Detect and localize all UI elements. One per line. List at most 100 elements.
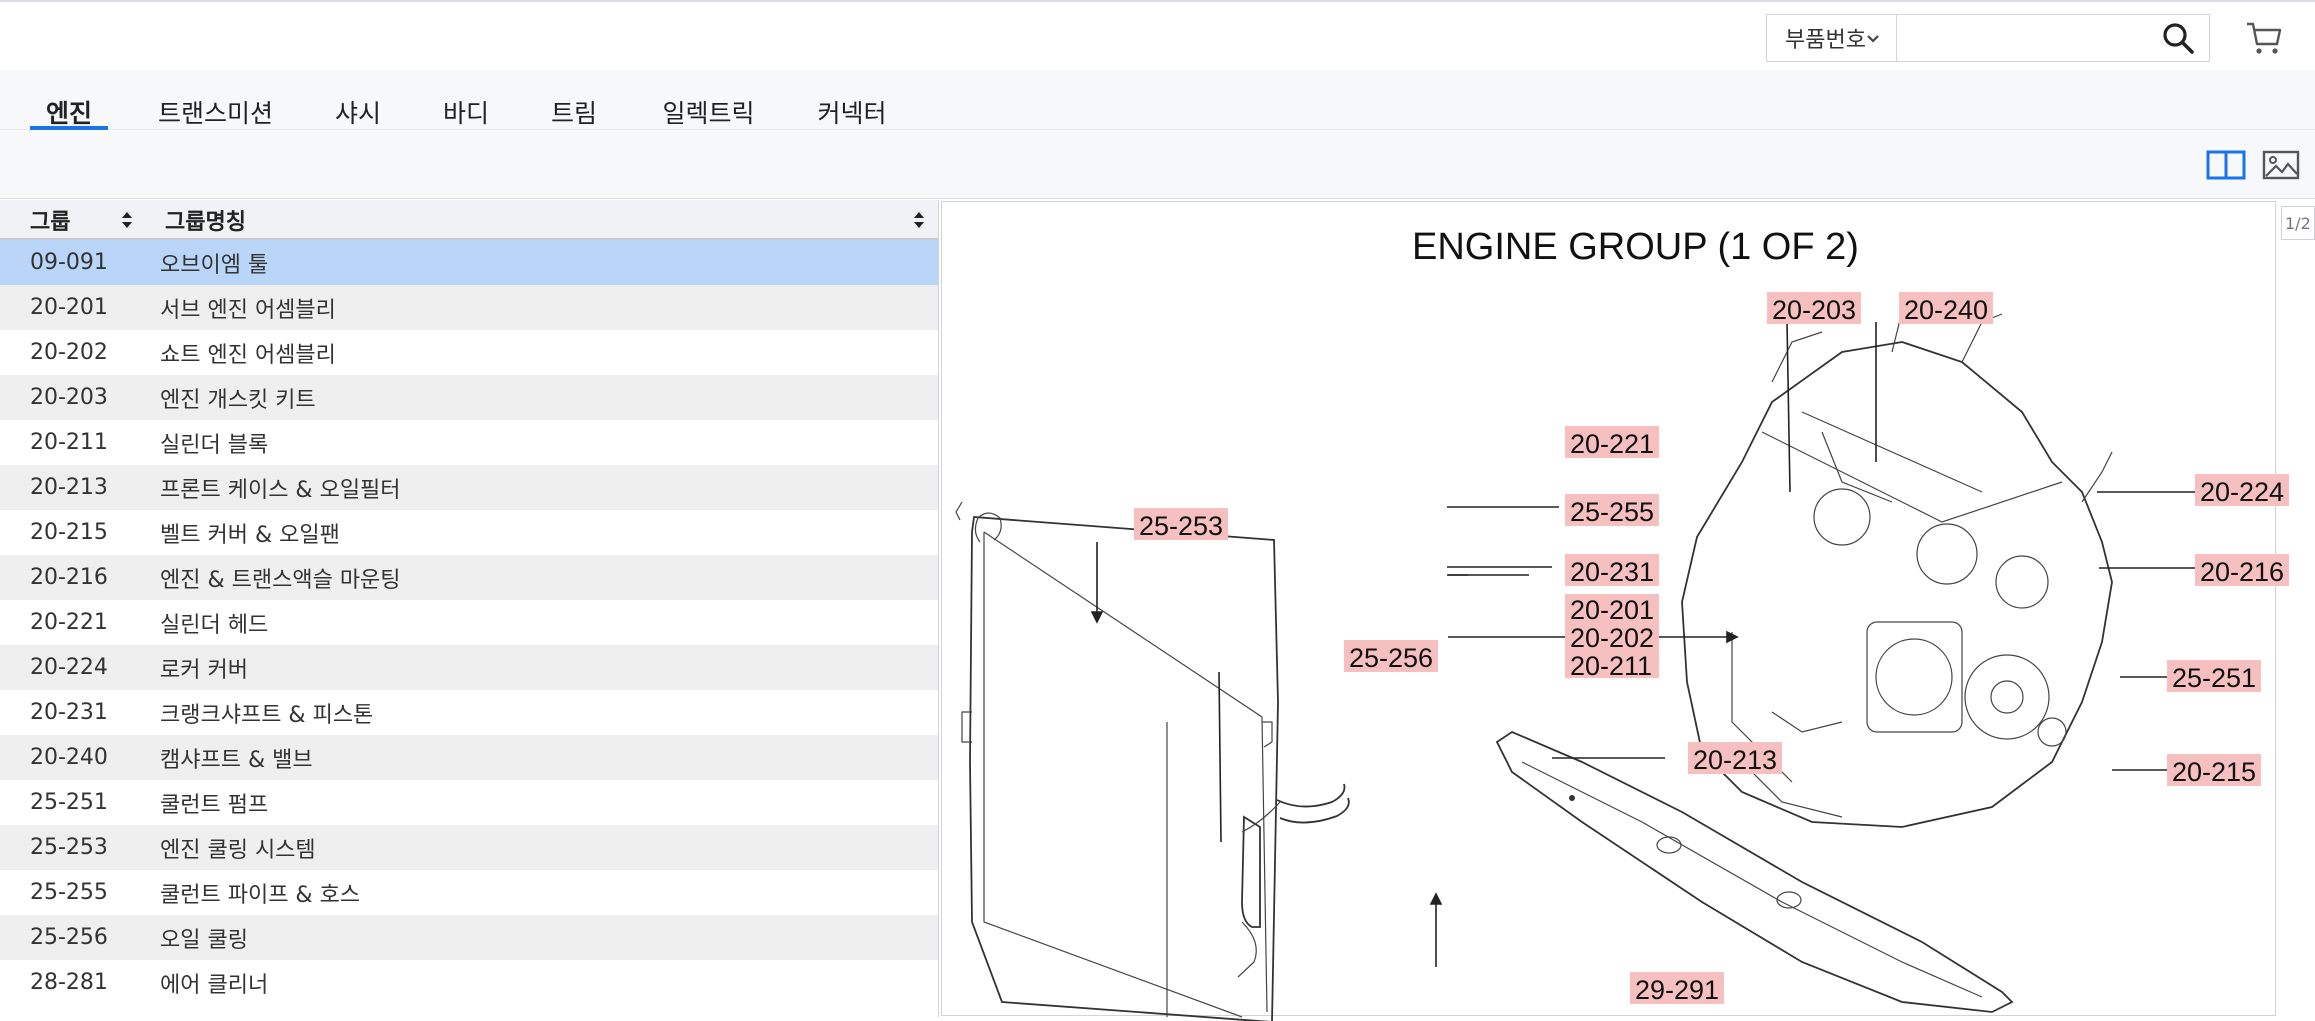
group-code: 20-201 xyxy=(30,295,108,320)
group-name: 서브 엔진 어셈블리 xyxy=(160,297,336,323)
group-name: 엔진 & 트랜스액슬 마운팅 xyxy=(160,567,401,593)
oil-cooler-hose-illustration xyxy=(1237,783,1350,978)
table-row[interactable]: 20-231 크랭크샤프트 & 피스톤 xyxy=(0,690,938,735)
group-name: 프론트 케이스 & 오일필터 xyxy=(160,477,401,503)
svg-text:20-213: 20-213 xyxy=(1693,745,1777,775)
callout-20-221[interactable]: 20-221 xyxy=(1565,426,1659,459)
split-view-icon[interactable] xyxy=(2206,149,2246,181)
group-code: 20-231 xyxy=(30,700,108,725)
header: 부품번호 xyxy=(0,0,2315,70)
tab-trim[interactable]: 트림 xyxy=(550,99,597,128)
group-code: 28-281 xyxy=(30,970,108,995)
table-row[interactable]: 20-224 로커 커버 xyxy=(0,645,938,690)
callout-20-201[interactable]: 20-201 xyxy=(1565,594,1659,625)
tab-transmission[interactable]: 트랜스미션 xyxy=(157,99,273,128)
group-name: 오브이엠 툴 xyxy=(160,252,269,278)
callout-25-256[interactable]: 25-256 xyxy=(1344,640,1438,673)
category-tabs: 엔진 트랜스미션 샤시 바디 트림 일렉트릭 커넥터 xyxy=(0,70,2315,130)
group-code: 20-202 xyxy=(30,340,108,365)
tab-chassis[interactable]: 샤시 xyxy=(334,99,381,128)
table-row[interactable]: 20-221 실린더 헤드 xyxy=(0,600,938,645)
tab-electric[interactable]: 일렉트릭 xyxy=(662,99,755,128)
callout-20-202[interactable]: 20-202 xyxy=(1565,622,1659,653)
sort-icon[interactable] xyxy=(119,210,135,230)
callout-29-291[interactable]: 29-291 xyxy=(1630,972,1724,1005)
svg-text:20-202: 20-202 xyxy=(1570,623,1654,653)
page-indicator[interactable]: 1/2 xyxy=(2281,206,2315,240)
table-row[interactable]: 25-256 오일 쿨링 xyxy=(0,915,938,960)
callout-20-240[interactable]: 20-240 xyxy=(1899,292,1993,325)
group-name: 에어 클리너 xyxy=(160,972,269,998)
callout-20-216[interactable]: 20-216 xyxy=(2195,554,2289,587)
svg-text:20-201: 20-201 xyxy=(1570,595,1654,625)
search-input[interactable] xyxy=(1897,15,2209,61)
callout-25-255[interactable]: 25-255 xyxy=(1565,494,1659,527)
radiator-illustration xyxy=(955,501,1279,1021)
chevron-down-icon xyxy=(1867,35,1879,43)
group-code: 20-221 xyxy=(30,610,108,635)
callout-25-251[interactable]: 25-251 xyxy=(2167,660,2261,693)
table-row[interactable]: 20-201 서브 엔진 어셈블리 xyxy=(0,285,938,330)
group-code: 25-251 xyxy=(30,790,108,815)
group-name: 실린더 헤드 xyxy=(160,612,269,638)
parts-diagram: ENGINE GROUP (1 OF 2) xyxy=(941,201,2289,1021)
svg-text:20-221: 20-221 xyxy=(1570,429,1654,459)
callout-25-253[interactable]: 25-253 xyxy=(1134,508,1228,541)
column-header-group-name[interactable]: 그룹명칭 xyxy=(165,210,246,235)
group-code: 20-224 xyxy=(30,655,108,680)
group-name: 쇼트 엔진 어셈블리 xyxy=(160,342,336,368)
group-name: 쿨런트 파이프 & 호스 xyxy=(160,882,361,908)
svg-text:25-251: 25-251 xyxy=(2172,663,2256,693)
group-code: 20-215 xyxy=(30,520,108,545)
callout-20-215[interactable]: 20-215 xyxy=(2167,754,2261,787)
table-row[interactable]: 20-211 실린더 블록 xyxy=(0,420,938,465)
group-name: 벨트 커버 & 오일팬 xyxy=(160,522,340,548)
group-name: 크랭크샤프트 & 피스톤 xyxy=(160,702,374,728)
svg-text:25-256: 25-256 xyxy=(1349,643,1433,673)
tab-engine[interactable]: 엔진 xyxy=(30,80,108,130)
table-row[interactable]: 20-202 쇼트 엔진 어셈블리 xyxy=(0,330,938,375)
group-name: 로커 커버 xyxy=(160,657,248,683)
callout-20-231[interactable]: 20-231 xyxy=(1565,554,1659,587)
group-name: 엔진 개스킷 키트 xyxy=(160,387,316,413)
tab-body[interactable]: 바디 xyxy=(442,99,489,128)
group-name: 엔진 쿨링 시스템 xyxy=(160,837,316,863)
table-row[interactable]: 20-215 벨트 커버 & 오일팬 xyxy=(0,510,938,555)
group-name: 오일 쿨링 xyxy=(160,927,248,953)
tab-connector[interactable]: 커넥터 xyxy=(817,99,887,128)
column-header-group[interactable]: 그룹 xyxy=(30,210,71,235)
group-code: 25-256 xyxy=(30,925,108,950)
search-icon[interactable] xyxy=(2160,20,2196,56)
svg-text:20-203: 20-203 xyxy=(1772,295,1856,325)
svg-text:20-224: 20-224 xyxy=(2200,477,2284,507)
group-code: 20-216 xyxy=(30,565,108,590)
callout-20-224[interactable]: 20-224 xyxy=(2195,474,2289,507)
group-name: 실린더 블록 xyxy=(160,432,269,458)
callout-20-213[interactable]: 20-213 xyxy=(1688,742,1782,775)
table-header: 그룹 그룹명칭 xyxy=(0,200,938,240)
search-type-select[interactable]: 부품번호 xyxy=(1767,15,1897,61)
svg-text:20-216: 20-216 xyxy=(2200,557,2284,587)
diagram-canvas: ENGINE GROUP (1 OF 2) xyxy=(955,226,2289,1021)
callout-20-211[interactable]: 20-211 xyxy=(1565,650,1659,681)
group-code: 20-211 xyxy=(30,430,108,455)
image-view-icon[interactable] xyxy=(2262,149,2300,181)
sort-icon[interactable] xyxy=(911,210,927,230)
callout-20-203[interactable]: 20-203 xyxy=(1767,292,1861,325)
table-row[interactable]: 28-281 에어 클리너 xyxy=(0,960,938,1005)
search-box: 부품번호 xyxy=(1766,14,2210,62)
svg-text:20-211: 20-211 xyxy=(1570,651,1652,681)
svg-text:25-255: 25-255 xyxy=(1570,497,1654,527)
svg-text:29-291: 29-291 xyxy=(1635,975,1719,1005)
group-code: 20-240 xyxy=(30,745,108,770)
table-row[interactable]: 20-216 엔진 & 트랜스액슬 마운팅 xyxy=(0,555,938,600)
cart-icon[interactable] xyxy=(2244,18,2284,58)
